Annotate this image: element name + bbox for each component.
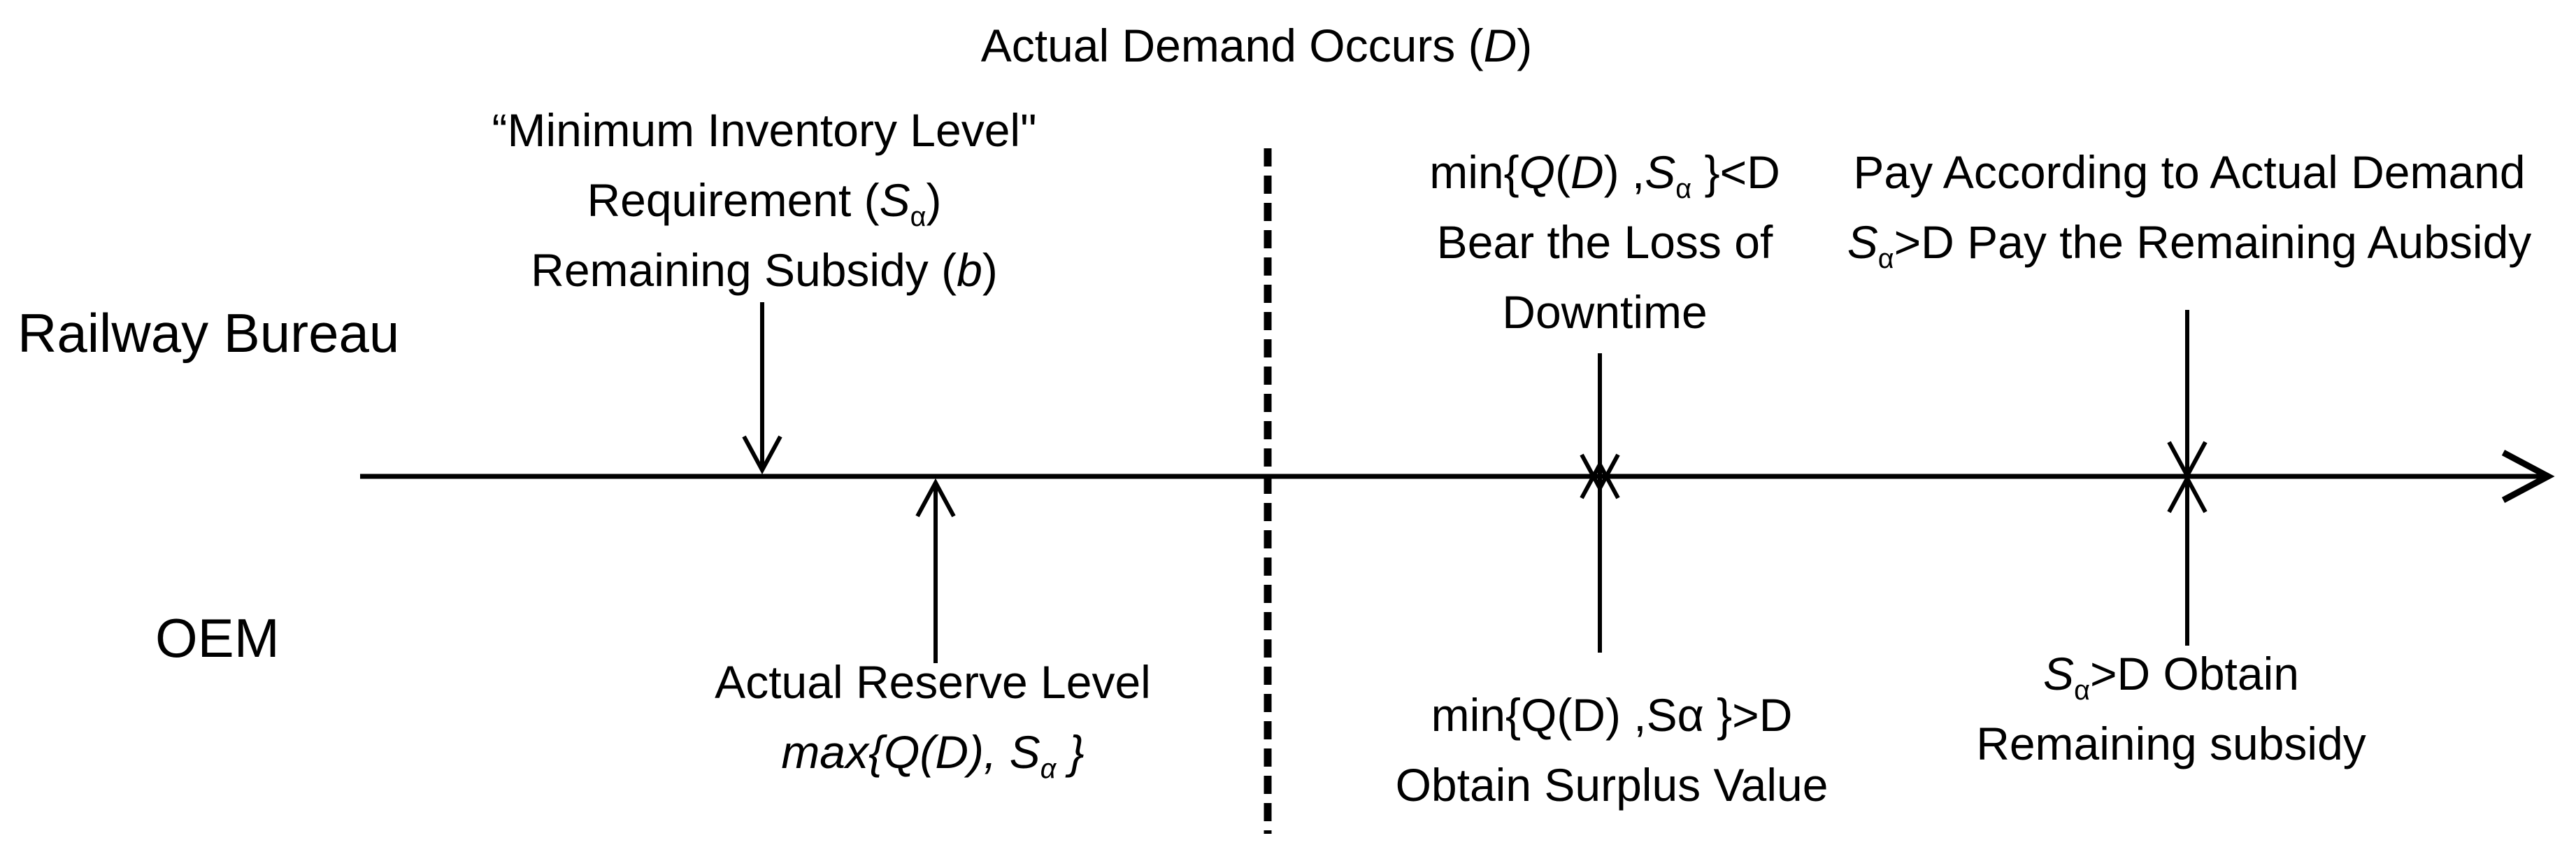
annotation-line: Requirement (Sα): [587, 174, 942, 233]
annotation-line: “Minimum Inventory Level": [492, 104, 1037, 156]
annotation-line: Actual Reserve Level: [715, 656, 1151, 708]
surplus-value-block: min{Q(D) ,Sα }>D Obtain Surplus Value: [1396, 680, 1829, 820]
annotation-line: Sα>D Pay the Remaining Aubsidy: [1847, 216, 2532, 275]
annotation-line: Remaining subsidy: [1976, 718, 2366, 769]
up-arrowhead-icon: [2167, 474, 2208, 513]
annotation-line: Pay According to Actual Demand: [1853, 146, 2526, 198]
annotation-line: min{Q(D) ,Sα }<D: [1429, 146, 1780, 205]
subsidy-requirement-down-arrow: [742, 302, 782, 475]
annotation-line: min{Q(D) ,Sα }>D: [1431, 689, 1793, 741]
downtime-loss-block: min{Q(D) ,Sα }<D Bear the Loss of Downti…: [1429, 137, 1780, 347]
actual-payment-down-arrow: [2167, 310, 2208, 481]
annotation-line: Bear the Loss of: [1436, 216, 1773, 268]
remaining-subsidy-up-arrow: [2167, 474, 2208, 646]
actual-reserve-block: Actual Reserve Level max{Q(D), Sα }: [715, 647, 1151, 787]
annotation-line: Remaining Subsidy (b): [531, 244, 998, 296]
surplus-value-up-arrow: [1580, 460, 1620, 653]
min-inventory-requirement-block: “Minimum Inventory Level" Requirement (S…: [492, 95, 1036, 305]
up-arrowhead-icon: [1580, 460, 1620, 499]
annotation-line: Downtime: [1502, 286, 1708, 338]
up-arrowhead-icon: [915, 478, 956, 518]
actual-payment-block: Pay According to Actual Demand Sα>D Pay …: [1847, 137, 2532, 277]
railway-bureau-label: Railway Bureau: [17, 302, 400, 364]
annotation-line: Obtain Surplus Value: [1395, 759, 1829, 811]
title-label: Actual Demand Occurs (D): [980, 20, 1533, 71]
down-arrowhead-icon: [742, 435, 782, 475]
oem-label: OEM: [155, 607, 280, 669]
remaining-subsidy-block: Sα>D Obtain Remaining subsidy: [1976, 639, 2366, 779]
reserve-level-up-arrow: [915, 478, 956, 663]
annotation-line: Sα>D Obtain: [2043, 648, 2299, 706]
axis-right-arrowhead-icon: [2501, 450, 2555, 503]
annotation-line: max{Q(D), Sα }: [781, 726, 1085, 785]
